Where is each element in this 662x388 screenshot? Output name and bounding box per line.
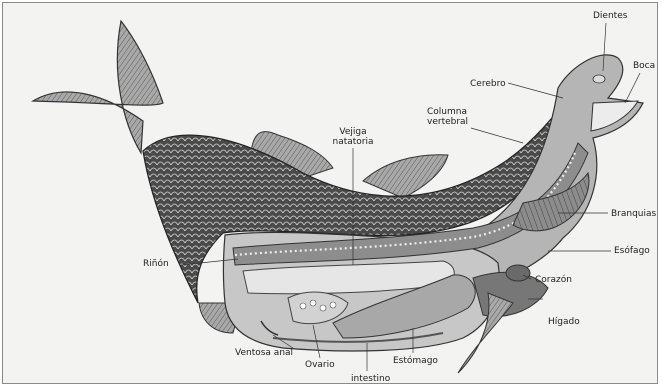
label-columna-line1: Columna	[427, 107, 467, 117]
label-estomago: Estómago	[393, 356, 438, 366]
brain-shape	[593, 75, 605, 83]
diagram-frame: Dientes Boca Cerebro Columna vertebral V…	[2, 2, 658, 384]
label-intestino: intestino	[351, 374, 390, 384]
label-esofago: Esófago	[614, 246, 650, 256]
fish-anatomy-illustration	[3, 3, 659, 385]
label-ovario: Ovario	[305, 360, 335, 370]
label-vejiga-line2: natatoria	[327, 137, 379, 147]
label-branquias: Branquias	[611, 209, 656, 219]
label-vejiga-line1: Vejiga	[327, 127, 379, 137]
label-rinon: Riñón	[143, 259, 169, 269]
label-dientes: Dientes	[593, 11, 627, 21]
label-columna-line2: vertebral	[427, 117, 468, 127]
label-cerebro: Cerebro	[470, 79, 506, 89]
label-higado: Hígado	[548, 317, 580, 327]
label-ventosa-anal: Ventosa anal	[235, 348, 293, 358]
label-corazon: Corazón	[535, 275, 572, 285]
tail-fin	[33, 21, 163, 153]
label-boca: Boca	[633, 61, 655, 71]
heart	[506, 265, 530, 281]
